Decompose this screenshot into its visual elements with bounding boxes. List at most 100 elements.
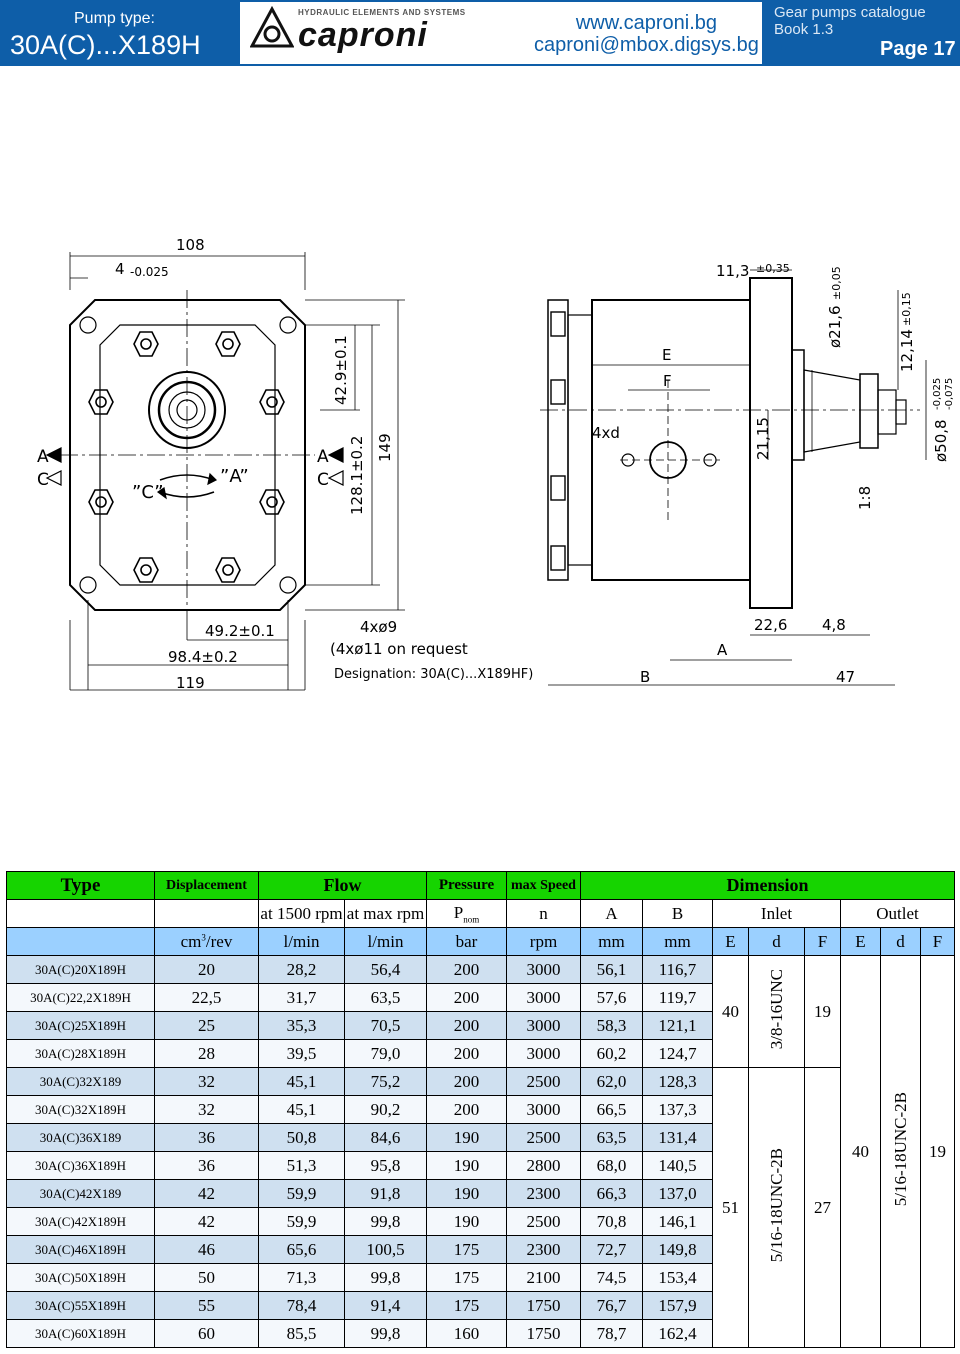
- th-outlet-d: d: [880, 927, 921, 956]
- email-link[interactable]: caproni@mbox.digsys.bg: [534, 34, 759, 56]
- th-outlet: Outlet: [839, 899, 956, 928]
- table-cell: 175: [426, 1235, 507, 1264]
- dim-119: 119: [176, 674, 205, 692]
- cell-type: 30A(C)28X189H: [6, 1039, 155, 1068]
- table-cell: 31,7: [258, 983, 345, 1012]
- table-cell: 2500: [506, 1067, 581, 1096]
- table-cell: 45,1: [258, 1095, 345, 1124]
- cell-type: 30A(C)42X189H: [6, 1207, 155, 1236]
- table-cell: 57,6: [580, 983, 643, 1012]
- table-cell: 200: [426, 983, 507, 1012]
- th-outlet-f: F: [919, 927, 956, 956]
- th-pressure: Pressure: [426, 871, 507, 900]
- th-b: B: [642, 899, 713, 928]
- table-cell: 76,7: [580, 1291, 643, 1320]
- dim-108: 108: [176, 236, 205, 254]
- table-cell: 72,7: [580, 1235, 643, 1264]
- table-cell: 1750: [506, 1319, 581, 1348]
- cell-type: 30A(C)36X189: [6, 1123, 155, 1152]
- holes-note: (4xø11 on request: [330, 640, 468, 658]
- table-cell: 20: [154, 955, 259, 984]
- table-cell: 200: [426, 1011, 507, 1040]
- th-max-speed: max Speed: [506, 871, 581, 900]
- cell-type: 30A(C)32X189: [6, 1067, 155, 1096]
- table-cell: 78,7: [580, 1319, 643, 1348]
- front-view: [45, 252, 405, 691]
- holes-label: 4xø9: [360, 618, 397, 636]
- table-cell: 46: [154, 1235, 259, 1264]
- th-flow: Flow: [258, 871, 427, 900]
- table-cell: 63,5: [344, 983, 427, 1012]
- table-cell: 74,5: [580, 1263, 643, 1292]
- inlet-d-group2-text: 5/16-18UNC-2B: [766, 1147, 786, 1263]
- table-cell: 45,1: [258, 1067, 345, 1096]
- cell-type: 30A(C)25X189H: [6, 1011, 155, 1040]
- table-cell: 2500: [506, 1207, 581, 1236]
- dim-50-8-tol-a: -0,025: [932, 378, 943, 410]
- cell-type: 30A(C)32X189H: [6, 1095, 155, 1124]
- dim-21-6-tol: ±0,05: [830, 266, 843, 300]
- table-cell: 63,5: [580, 1123, 643, 1152]
- page-header: Pump type: 30A(C)...X189H HYDRAULIC ELEM…: [0, 0, 960, 66]
- rotation-c-label: ”C”: [132, 482, 164, 503]
- table-cell: 42: [154, 1179, 259, 1208]
- port-c-left: C: [37, 470, 49, 490]
- table-cell: 146,1: [642, 1207, 713, 1236]
- th-sub-empty-1: [6, 899, 155, 928]
- th-at-1500: at 1500 rpm: [258, 899, 345, 928]
- table-cell: 79,0: [344, 1039, 427, 1068]
- table-cell: 99,8: [344, 1207, 427, 1236]
- dim-149: 149: [376, 433, 394, 462]
- table-cell: 78,4: [258, 1291, 345, 1320]
- dim-50-8-tol-b: -0,075: [944, 378, 955, 410]
- table-cell: 3000: [506, 1039, 581, 1068]
- table-cell: 66,5: [580, 1095, 643, 1124]
- table-cell: 42: [154, 1207, 259, 1236]
- cell-type: 30A(C)36X189H: [6, 1151, 155, 1180]
- side-view: [540, 269, 927, 686]
- table-cell: 3000: [506, 955, 581, 984]
- header-row-sub: at 1500 rpm at max rpm Pnom n A B Inlet …: [6, 899, 956, 928]
- table-cell: 32: [154, 1067, 259, 1096]
- table-cell: 25: [154, 1011, 259, 1040]
- dim-b: B: [640, 668, 650, 686]
- table-cell: 175: [426, 1263, 507, 1292]
- th-unit-disp: cm3/rev: [154, 927, 259, 956]
- table-cell: 62,0: [580, 1067, 643, 1096]
- port-c-right: C: [317, 470, 329, 490]
- th-unit-bar: bar: [426, 927, 507, 956]
- outlet-e: 40: [840, 955, 881, 1348]
- table-cell: 200: [426, 1095, 507, 1124]
- table-cell: 137,0: [642, 1179, 713, 1208]
- table-cell: 32: [154, 1095, 259, 1124]
- table-cell: 3000: [506, 983, 581, 1012]
- th-unit-mm-b: mm: [642, 927, 713, 956]
- dim-4-8: 4,8: [822, 616, 846, 634]
- table-cell: 85,5: [258, 1319, 345, 1348]
- caproni-logo-icon: [250, 6, 294, 48]
- th-unit-rpm: rpm: [506, 927, 581, 956]
- table-cell: 200: [426, 1067, 507, 1096]
- rotation-a-label: ”A”: [220, 466, 249, 487]
- table-cell: 55: [154, 1291, 259, 1320]
- th-type: Type: [6, 871, 155, 900]
- table-cell: 190: [426, 1123, 507, 1152]
- table-cell: 119,7: [642, 983, 713, 1012]
- pump-type-label: Pump type:: [74, 10, 155, 27]
- table-cell: 153,4: [642, 1263, 713, 1292]
- table-cell: 68,0: [580, 1151, 643, 1180]
- dim-98-4: 98.4±0.2: [168, 648, 238, 666]
- table-cell: 140,5: [642, 1151, 713, 1180]
- table-cell: 56,4: [344, 955, 427, 984]
- dim-4-tol: -0.025: [130, 265, 169, 279]
- dim-42-9: 42.9±0.1: [332, 335, 350, 405]
- table-cell: 131,4: [642, 1123, 713, 1152]
- th-pnom: Pnom: [426, 899, 507, 928]
- th-sub-empty-2: [154, 899, 259, 928]
- header-row-group: Type Displacement Flow Pressure max Spee…: [6, 871, 956, 900]
- table-cell: 84,6: [344, 1123, 427, 1152]
- cell-type: 30A(C)22,2X189H: [6, 983, 155, 1012]
- website-link[interactable]: www.caproni.bg: [575, 12, 718, 34]
